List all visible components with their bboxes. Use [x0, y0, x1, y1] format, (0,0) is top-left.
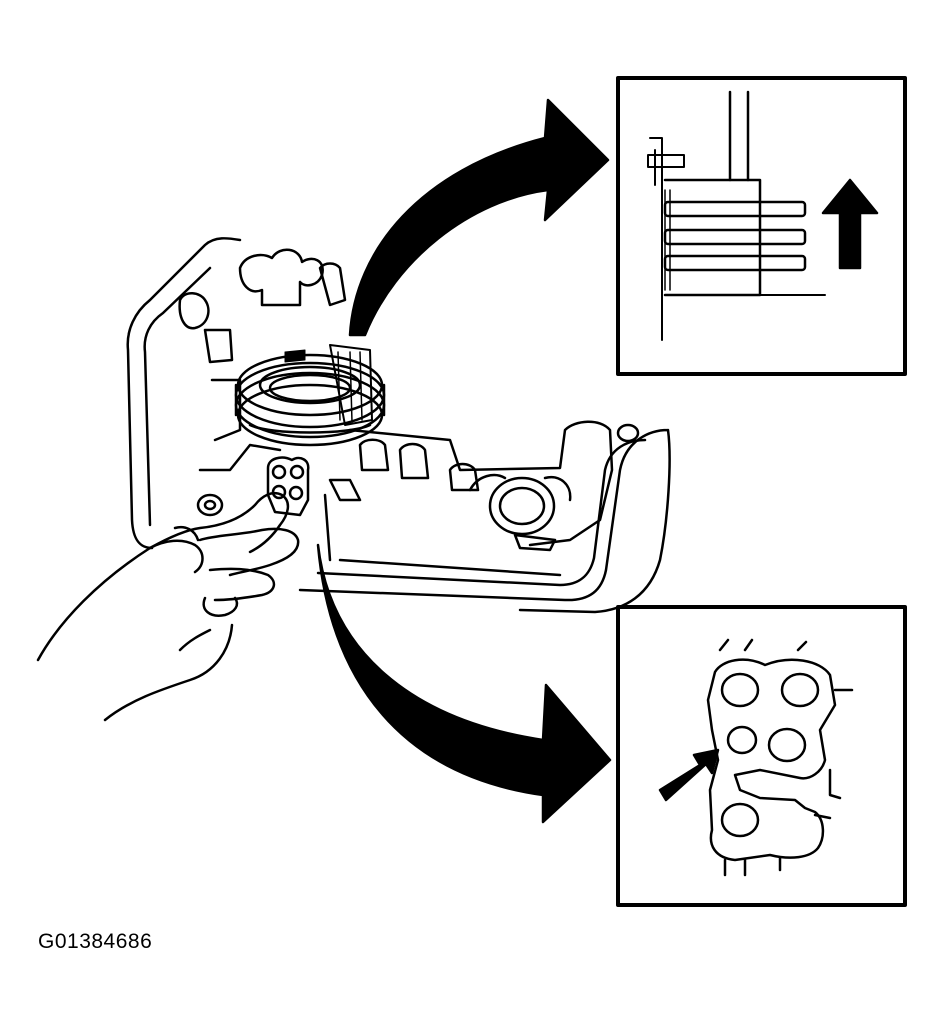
- figure-id-label: G01384686: [38, 930, 153, 953]
- detail-box-gasket: [616, 605, 907, 907]
- hand: [36, 491, 300, 722]
- curved-arrow-up-icon: [348, 98, 610, 337]
- up-arrow-icon: [821, 178, 879, 270]
- pointing-arrow-icon: [658, 748, 720, 802]
- clutch-drum: [234, 344, 386, 447]
- curved-arrow-down-icon: [316, 543, 612, 824]
- detail-box-clutch-plates: [616, 76, 907, 376]
- transmission-case: [126, 237, 671, 614]
